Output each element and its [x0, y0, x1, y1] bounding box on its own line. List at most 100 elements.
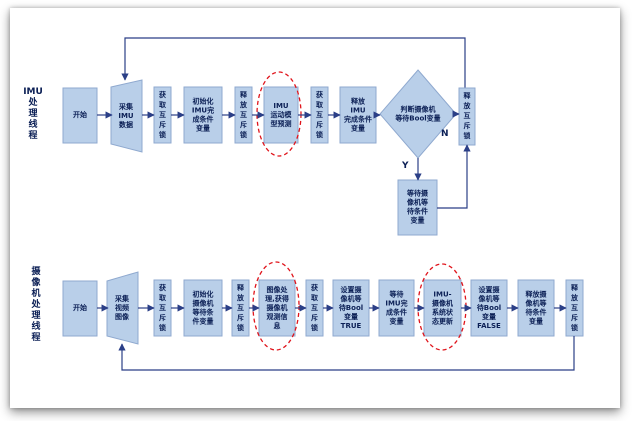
- imu-lock-line: 取: [159, 100, 167, 109]
- cam-set-true-line: 变量: [344, 312, 358, 321]
- imu-release-cond-line: IMU: [350, 107, 366, 115]
- imu-lock-line: 获: [158, 90, 166, 99]
- imu-lock-line: 斥: [159, 120, 166, 129]
- cam-process-line: 理,获得: [265, 294, 289, 303]
- imu-decision-line: 等待Bool变量: [394, 114, 440, 123]
- cam-set-false-line: 像机等: [478, 294, 500, 303]
- imu-arrow-wait-return: [437, 144, 471, 209]
- cam-collect-line: 图像: [115, 312, 130, 321]
- cam-label-line: 机: [31, 287, 40, 299]
- imu-collect-line: IMU: [118, 112, 134, 120]
- imu-release-cond-line: 变量: [351, 124, 365, 133]
- cam-set-false-line: 待Bool: [477, 303, 501, 312]
- imu-unlock2-line: 锁: [463, 131, 471, 140]
- cam-collect-box: [106, 271, 139, 345]
- cam-set-true-line: 像机等: [340, 294, 362, 303]
- imu-collect-line: 数据: [119, 120, 133, 129]
- imu-start-line: 开始: [73, 110, 87, 119]
- imu-init-line: 成条件: [193, 115, 214, 124]
- imu-unlock1-line: 锁: [239, 130, 247, 139]
- imu-lock2-line: 取: [316, 100, 324, 109]
- imu-loop-arrow: [121, 37, 466, 88]
- imu-unlock1-line: 斥: [240, 120, 247, 129]
- imu-unlock2-line: 释: [464, 91, 472, 100]
- imu-decision-line: 判断摄像机: [401, 105, 436, 114]
- cam-update-box: [423, 279, 462, 337]
- cam-release-wait-line: 待条件: [526, 308, 547, 317]
- cam-release-wait-line: 变量: [529, 317, 543, 326]
- imu-unlock1-line: 释: [240, 90, 248, 99]
- cam-unlock2-line: 放: [570, 293, 579, 302]
- imu-lock2-line: 获: [315, 90, 323, 99]
- cam-init-line: 件变量: [193, 317, 214, 326]
- cam-wait-imu-line: IMU完: [385, 299, 407, 308]
- imu-release-cond-line: 释放: [351, 97, 366, 106]
- imu-collect-line: 采集: [118, 102, 134, 111]
- imu-unlock2-line: 斥: [464, 121, 471, 130]
- cam-process-line: 息: [274, 321, 281, 330]
- imu-label-line: 理: [28, 108, 37, 119]
- cam-start-text: 开始: [73, 303, 87, 312]
- cam-release-wait-line: 释放摄: [526, 290, 548, 299]
- cam-unlock1-line: 斥: [237, 313, 244, 322]
- cam-set-false-line: 变量: [482, 312, 496, 321]
- cam-unlock2-line: 互: [571, 304, 578, 312]
- imu-lock-line: 互: [159, 111, 166, 119]
- cam-unlock1-line: 放: [236, 293, 245, 302]
- imu-unlock1-line: 互: [240, 111, 247, 119]
- imu-label-line: 处: [27, 96, 38, 108]
- cam-unlock2-line: 释: [571, 283, 579, 292]
- cam-set-true-line: 待Bool: [339, 303, 363, 312]
- imu-predict-highlight: [256, 71, 302, 157]
- imu-wait-line: 待条件: [407, 207, 428, 216]
- cam-lock-line: 取: [159, 293, 167, 302]
- cam-lock-line: 斥: [159, 313, 166, 322]
- cam-init-line: 初始化: [193, 290, 214, 299]
- cam-lock2-line: 互: [311, 304, 318, 312]
- imu-wait-line: 等待摄: [406, 189, 429, 198]
- cam-process-line: 观测信: [267, 312, 288, 321]
- imu-decision-no: N: [441, 129, 449, 139]
- cam-set-true-line: TRUE: [341, 322, 362, 330]
- cam-release-wait-box: [517, 279, 555, 337]
- cam-unlock2-line: 斥: [571, 313, 578, 322]
- imu-label-line: 线: [28, 118, 37, 130]
- cam-wait-imu-line: 成条件: [386, 308, 407, 317]
- cam-release-wait-line: 像机等: [525, 299, 547, 308]
- cam-lock-line: 锁: [158, 323, 166, 332]
- imu-wait-line: 像机等: [406, 198, 428, 207]
- cam-label-line: 摄: [31, 265, 41, 277]
- imu-release-cond-box: [339, 86, 377, 144]
- cam-label-line: 处: [30, 298, 41, 310]
- imu-release-cond-line: 完成条件: [344, 115, 372, 124]
- imu-decision-yes: Y: [401, 161, 409, 171]
- cam-wait-imu-line: 变量: [390, 317, 404, 326]
- cam-lock2-line: 取: [311, 293, 319, 302]
- cam-label-line: 像: [30, 276, 41, 288]
- imu-label-line: IMU: [23, 87, 43, 97]
- imu-lock-line: 锁: [158, 130, 166, 139]
- cam-process-line: 图像处: [267, 285, 289, 294]
- cam-collect-line: 采集: [114, 294, 130, 303]
- cam-update-line: 态更新: [432, 317, 453, 326]
- imu-lock2-line: 斥: [316, 120, 323, 129]
- imu-predict-line: 运动模: [271, 110, 293, 119]
